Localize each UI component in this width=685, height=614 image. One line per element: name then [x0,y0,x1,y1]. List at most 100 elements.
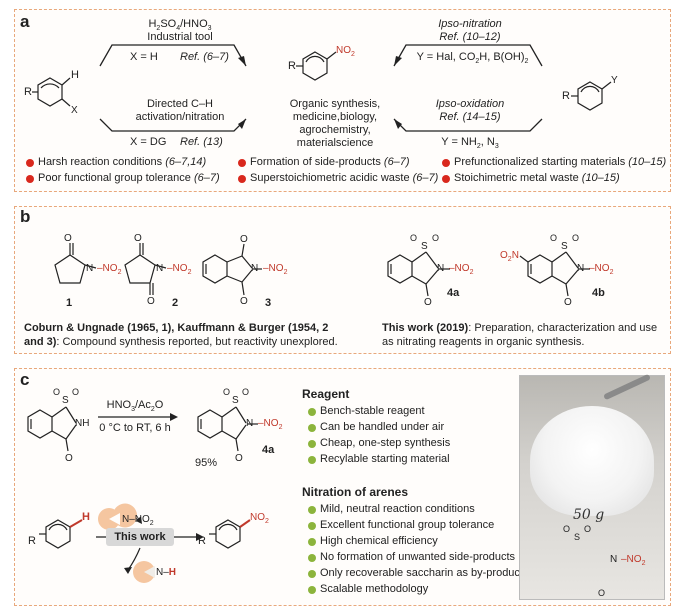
compound-4a: 4a [447,287,460,299]
panel-b-label: b [20,207,31,226]
atom-o-sacc1: O [53,387,61,397]
atom-s-sacc: S [62,395,69,406]
bullet-green-r4 [308,456,316,464]
center-line-1: Organic synthesis, [289,98,381,110]
atom-o-3a: O [240,234,248,245]
atom-o-3b: O [240,296,248,307]
bullet-green-n5 [308,570,316,578]
atom-o-sacc3: O [65,453,73,464]
atom-r-left: R [24,86,32,98]
atom-o-4a3: O [424,297,432,308]
cond-y-nh2: Y = NH2, N3 [441,136,499,151]
atom-n-2: N [156,263,164,274]
drawback-6: Stoichimetric metal waste (10–15) [454,172,620,184]
nitration-point-2: Excellent functional group tolerance [320,519,495,531]
no2-photo: –NO2 [621,554,646,567]
bullet-red-4 [26,175,34,183]
bullet-red-6 [442,175,450,183]
no2-1: –NO2 [97,263,122,276]
atom-r-product: R [198,535,206,547]
atom-o-2a: O [134,233,142,244]
atom-n-photo: N [610,554,618,565]
atom-x-left: X [71,105,78,116]
atom-o-sacc2: O [72,387,80,397]
center-line-4: materialscience [296,137,374,149]
no2-3: –NO2 [263,263,288,276]
atom-r-center: R [288,60,296,72]
atom-s-4b: S [561,241,568,252]
ipso-oxidation: Ipso-oxidation [435,98,505,110]
reagent-point-1: Bench-stable reagent [320,405,425,417]
atom-n-4a: N [437,263,445,274]
nitration-title: Nitration of arenes [302,485,409,499]
activation-nitration: activation/nitration [135,111,225,123]
atom-o-4a-c3: O [235,453,243,464]
bullet-green-r2 [308,424,316,432]
reagent-point-2: Can be handled under air [320,421,445,433]
sacc-nh: NH [75,418,90,429]
panel-b [14,206,671,354]
bullet-red-3 [442,159,450,167]
nitration-point-5: Only recoverable saccharin as by-product [320,567,523,579]
atom-s-photo: S [574,532,581,542]
reagent-hno3-ac2o: HNO3/Ac2O [106,399,164,414]
reagent-point-3: Cheap, one-step synthesis [320,437,451,449]
no2-4a-c: –NO2 [258,418,283,431]
bullet-green-r3 [308,440,316,448]
reagent-point-4: Recylable starting material [320,453,450,465]
atom-y-right: Y [611,75,618,86]
bullet-green-n3 [308,538,316,546]
directed-ch: Directed C–H [146,98,214,110]
o2n-4b: O2N [500,250,519,263]
ipso-nitration: Ipso-nitration [438,18,502,30]
atom-o-4a2: O [432,233,440,243]
reagent-h2so4: H2SO4/HNO3 [148,18,212,33]
compound-3: 3 [265,297,272,309]
panel-a-label: a [20,12,30,31]
industrial-tool: Industrial tool [147,31,213,43]
atom-h-arene: H [82,511,90,523]
nitration-point-4: No formation of unwanted side-products [320,551,516,563]
photo-label-50g: 50 g [573,507,605,523]
nitration-point-6: Scalable methodology [320,583,429,595]
drawback-1: Harsh reaction conditions (6–7,14) [38,156,207,168]
atom-o-4a1: O [410,233,418,243]
drawback-4: Poor functional group tolerance (6–7) [38,172,220,184]
bullet-red-1 [26,159,34,167]
cond-temp-time: 0 °C to RT, 6 h [99,422,171,434]
no2-center: NO2 [336,45,355,58]
atom-o-4b2: O [572,233,580,243]
caption-b-left: Coburn & Ungnade (1965, 1), Kauffmann & … [24,322,338,348]
this-work-label: This work [114,531,166,543]
no2-4a: –NO2 [449,263,474,276]
no2-2: –NO2 [167,263,192,276]
atom-n-3: N [251,263,259,274]
compound-2: 2 [172,297,179,309]
atom-n-4b: N [577,263,585,274]
atom-s-4a-c: S [232,395,239,406]
atom-o-photo2: O [584,524,592,534]
bullet-red-5 [238,175,246,183]
reagent-title: Reagent [302,387,350,401]
atom-o-4a-c2: O [242,387,250,397]
center-line-2: medicine,biology, [292,111,378,123]
center-line-3: agrochemistry, [299,124,371,136]
atom-o-2b: O [147,296,155,307]
nitration-point-3: High chemical efficiency [320,535,438,547]
ref-13: Ref. (13) [180,136,223,148]
bullet-green-n6 [308,586,316,594]
cond-x-h: X = H [130,51,158,63]
caption-b-right: This work (2019): Preparation, character… [382,322,658,348]
panel-a [14,9,671,192]
atom-o-1: O [64,233,72,244]
compound-1: 1 [66,297,73,309]
product-4a: 4a [262,444,275,456]
cond-x-dg: X = DG [130,136,167,148]
reagent-photo [519,373,665,600]
no2-product: NO2 [250,512,269,525]
drawback-5: Superstoichiometric acidic waste (6–7) [250,172,439,184]
